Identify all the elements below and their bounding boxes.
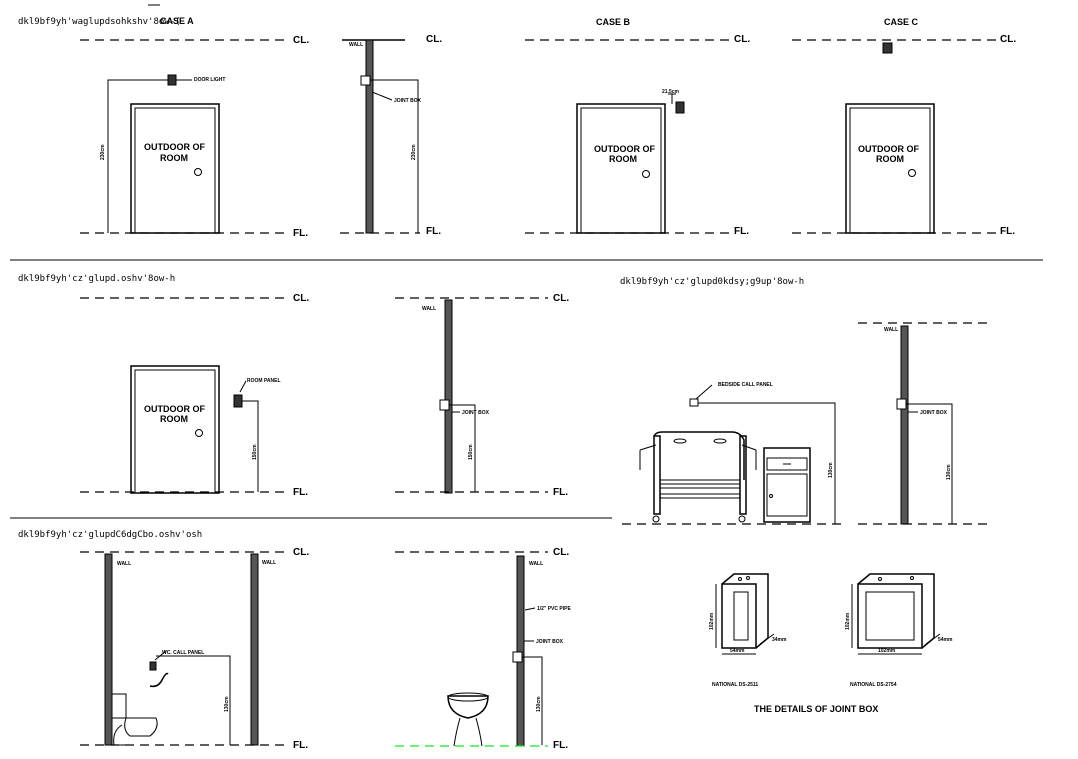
case-b-label: CASE B [596, 17, 631, 27]
toilet-icon [447, 692, 489, 747]
door-light-height-dim: 230cm [411, 144, 417, 160]
box-small-depth-dim: 34mm [772, 637, 787, 643]
door-knob-icon [195, 429, 203, 437]
room-panel-icon [233, 394, 243, 408]
door: OUTDOOR OF ROOM [130, 103, 220, 234]
joint-box-label: JOINT BOX [920, 410, 948, 416]
hospital-bed-icon [639, 431, 757, 523]
wall-label: WALL [349, 42, 363, 48]
door-label-line1: OUTDOOR OF [144, 404, 205, 414]
case-b-offset-dim: 21.5cm [662, 89, 680, 95]
ceiling-level-label: CL. [553, 547, 569, 558]
box-large-depth-dim: 54mm [938, 637, 953, 643]
door-label-line2: ROOM [160, 414, 188, 424]
bedside-cabinet-icon [763, 447, 811, 523]
ceiling-level-label: CL. [553, 293, 569, 304]
bedside-height-dim: 130cm [946, 464, 952, 480]
wall-label: WALL [117, 561, 131, 567]
door-label-line2: ROOM [160, 153, 188, 163]
box-height-dim: 102mm [709, 612, 715, 630]
box-model-large: NATIONAL DS-2754 [850, 682, 897, 688]
floor-level-label: FL. [293, 740, 308, 751]
junction-box-icon [439, 399, 450, 411]
box-small-width-dim: 54mm [730, 648, 745, 654]
wc-call-panel-label: WC. CALL PANEL [162, 650, 204, 656]
ceiling-level-label: CL. [293, 547, 309, 558]
door-label-line1: OUTDOOR OF [144, 142, 205, 152]
door-light-icon [675, 101, 685, 114]
floor-level-label: FL. [293, 228, 308, 239]
junction-box-icon [512, 651, 523, 663]
toilet-icon [111, 693, 158, 746]
section-title-toilet-panel: dkl9bf9yh'cz'glupdC6dgCbo.oshv'osh [18, 530, 202, 540]
door-light-icon [167, 74, 177, 86]
door-light-height-dim: 230cm [100, 144, 106, 160]
room-panel-height-dim: 150cm [252, 444, 258, 460]
door-light-label: DOOR LIGHT [194, 77, 225, 83]
case-a-label: CASE A [160, 16, 194, 26]
wall-section [900, 325, 909, 525]
ceiling-level-label: CL. [293, 293, 309, 304]
wall-section [365, 39, 374, 234]
case-c-label: CASE C [884, 17, 919, 27]
door-knob-icon [642, 170, 650, 178]
wall-section [516, 555, 525, 747]
door-label-line2: ROOM [609, 154, 637, 164]
floor-level-label: FL. [293, 487, 308, 498]
section-title-bedside-panel: dkl9bf9yh'cz'glupd0kdsy;g9up'8ow-h [620, 277, 804, 287]
section-title-door-light: dkl9bf9yh'waglupdsohkshv'8ow-( [18, 17, 181, 27]
room-panel-label: ROOM PANEL [247, 378, 281, 384]
wc-call-panel-icon [149, 661, 157, 671]
floor-level-label: FL. [426, 226, 441, 237]
door-label-line2: ROOM [876, 154, 904, 164]
junction-box-icon [360, 75, 371, 86]
section-title-room-panel: dkl9bf9yh'cz'glupd.oshv'8ow-h [18, 274, 175, 284]
door-knob-icon [908, 169, 916, 177]
door-label-line1: OUTDOOR OF [594, 144, 655, 154]
ceiling-level-label: CL. [293, 35, 309, 46]
ceiling-level-label: CL. [426, 34, 442, 45]
bedside-height-dim: 130cm [828, 462, 834, 478]
box-height-dim: 102mm [845, 612, 851, 630]
wall-section [104, 553, 113, 746]
floor-level-label: FL. [553, 487, 568, 498]
wall-label: WALL [529, 561, 543, 567]
pvc-pipe-label: 1/2" PVC PIPE [537, 606, 571, 612]
box-large-width-dim: 102mm [878, 648, 896, 654]
box-model-small: NATIONAL DS-2511 [712, 682, 758, 688]
junction-box-icon [896, 398, 907, 410]
door: OUTDOOR OF ROOM [130, 365, 220, 494]
bedside-call-panel-icon [689, 398, 699, 407]
joint-box-small-detail: 102mm 54mm 34mm NATIONAL DS-2511 [709, 573, 787, 688]
door: OUTDOOR OF ROOM [576, 103, 666, 234]
wall-section [250, 553, 259, 746]
wall-label: WALL [884, 327, 898, 333]
door-light-icon [882, 42, 893, 54]
joint-box-large-detail: 102mm 102mm 54mm NATIONAL DS-2754 [845, 573, 953, 688]
bedside-call-panel-label: BEDSIDE CALL PANEL [718, 382, 773, 388]
floor-level-label: FL. [553, 740, 568, 751]
joint-box-label: JOINT BOX [536, 639, 564, 645]
wc-height-dim: 130cm [536, 696, 542, 712]
wc-height-dim: 130cm [224, 696, 230, 712]
door: OUTDOOR OF ROOM [845, 103, 935, 234]
ceiling-level-label: CL. [1000, 34, 1016, 45]
door-knob-icon [194, 168, 202, 176]
pull-cord-icon [149, 672, 169, 688]
joint-box-label: JOINT BOX [462, 410, 490, 416]
floor-level-label: FL. [1000, 226, 1015, 237]
wall-section [444, 299, 453, 494]
room-panel-height-dim: 150cm [468, 444, 474, 460]
joint-box-details-title: THE DETAILS OF JOINT BOX [754, 704, 878, 714]
ceiling-level-label: CL. [734, 34, 750, 45]
wall-label: WALL [422, 306, 436, 312]
wall-label: WALL [262, 560, 276, 566]
door-label-line1: OUTDOOR OF [858, 144, 919, 154]
joint-box-label: JOINT BOX [394, 98, 422, 104]
floor-level-label: FL. [734, 226, 749, 237]
